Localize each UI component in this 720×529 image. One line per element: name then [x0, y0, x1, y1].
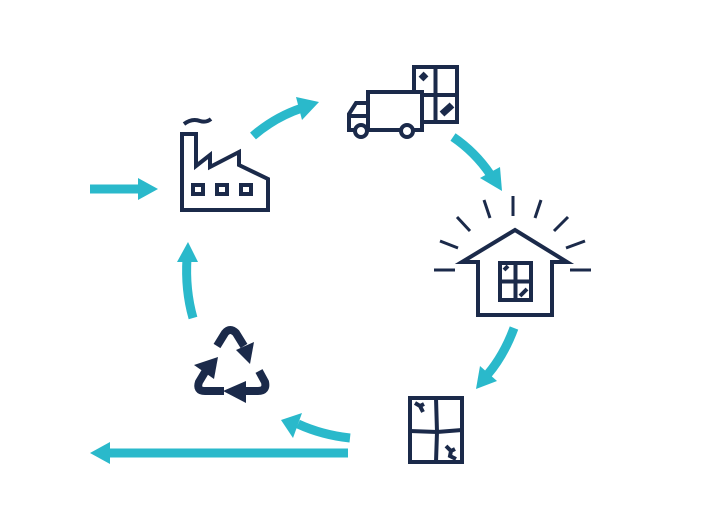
- arrow-recycle-to-factory: [177, 242, 198, 320]
- house-glowing-icon: [434, 196, 591, 317]
- arrow-house-to-broken-window: [476, 326, 519, 389]
- broken-window-icon: [408, 396, 464, 464]
- arrow-input-to-factory: [90, 178, 158, 200]
- glow-rays: [434, 196, 591, 272]
- arrow-truck-to-house: [450, 133, 502, 191]
- arrow-factory-to-truck: [250, 97, 319, 140]
- recycle-icon: [194, 326, 270, 403]
- arrow-output: [90, 442, 348, 464]
- truck-window-icon: [347, 65, 459, 139]
- factory-icon: [180, 117, 270, 212]
- arrow-broken-window-to-recycle: [281, 413, 351, 443]
